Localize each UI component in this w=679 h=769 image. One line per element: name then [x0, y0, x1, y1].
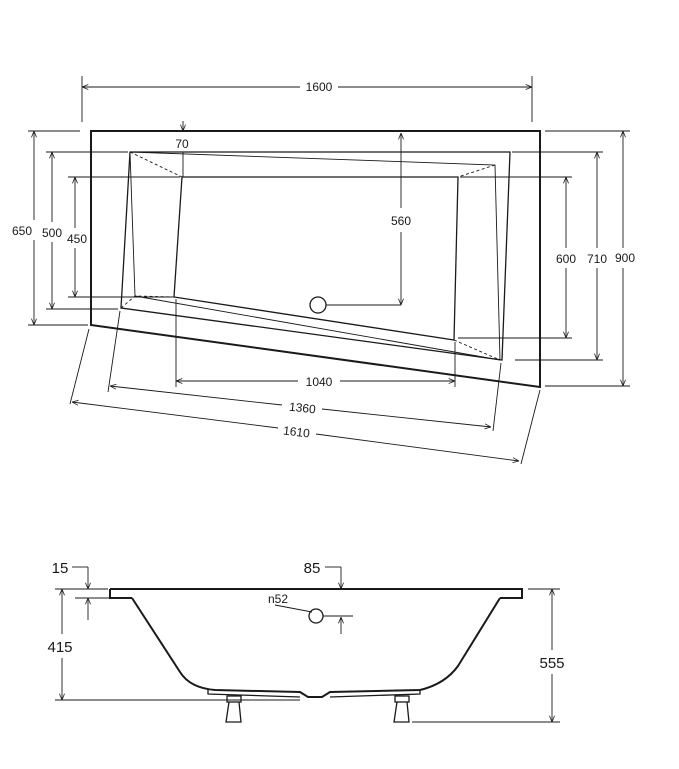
dim-overall-width: 1600: [306, 80, 333, 94]
dim-overall-length: 1610: [282, 423, 311, 440]
left-wall-line: [129, 151, 136, 297]
dim-overall-depth-left: 650: [12, 224, 32, 238]
dim-inner-depth: 560: [391, 214, 411, 228]
dim-inner-depth-left: 450: [67, 232, 87, 246]
corner-dash-br: [453, 339, 501, 361]
ext-1610-left: [69, 328, 90, 405]
drain-circle-top: [309, 296, 327, 314]
ext-1360-left: [107, 310, 121, 393]
side-view: n52 85 15 415 555: [47, 560, 565, 723]
foot-right: [393, 695, 410, 723]
support-rail-right: [329, 689, 421, 698]
dim-inner-depth-right: 600: [556, 252, 576, 266]
dim-1610-line-b: [315, 433, 519, 461]
dim-rim-depth-right: 710: [587, 252, 607, 266]
dim-rim-offset: 70: [175, 137, 189, 151]
corner-dash-tr: [457, 164, 496, 178]
dim-overall-depth-right: 900: [615, 251, 635, 265]
basin-body: [131, 597, 501, 698]
dim-1360-line-b: [321, 408, 491, 427]
dim-rim-depth-left: 500: [42, 226, 62, 240]
top-view: 1600 70 560 650 500 450 600: [12, 76, 635, 465]
dim-drain-size: n52: [268, 592, 288, 606]
rim-outline: [120, 151, 511, 361]
dim-inner-height: 415: [47, 639, 72, 656]
dim-overall-height: 555: [539, 655, 564, 672]
ext-1610-right: [520, 389, 541, 465]
dim-1610-line-a: [72, 402, 279, 429]
support-rail-left: [207, 689, 301, 698]
dim-drain-offset: 85: [304, 560, 321, 577]
outer-outline: [90, 130, 541, 389]
dim-1360-line-a: [110, 386, 283, 406]
corner-dash-tl: [129, 151, 183, 178]
dim-rim-length: 1360: [288, 400, 316, 417]
drain-size-leader: [274, 604, 313, 613]
ext-1360-right: [492, 362, 502, 432]
front-slope-line: [134, 295, 501, 361]
dim-rim-thickness: 15: [52, 560, 69, 577]
basin-outline: [173, 176, 459, 341]
front-slope-line-2: [129, 151, 501, 361]
drain-circle-side: [308, 608, 324, 624]
rim-flange: [109, 588, 523, 599]
dim-inner-length: 1040: [306, 375, 333, 389]
foot-left: [225, 695, 242, 723]
